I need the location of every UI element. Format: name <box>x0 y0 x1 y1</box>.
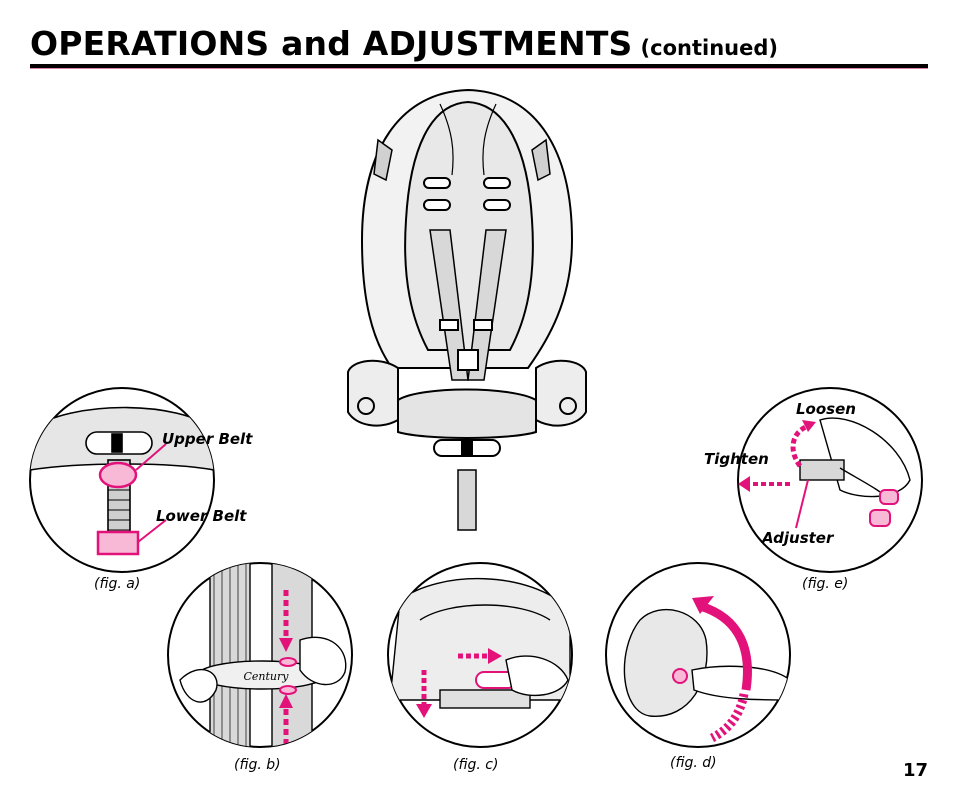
page-title-main: OPERATIONS and ADJUSTMENTS <box>30 24 633 63</box>
fig-a-illustration <box>29 387 215 573</box>
car-seat-illustration <box>347 88 587 531</box>
title-rule <box>30 64 928 68</box>
label-adjuster: Adjuster <box>762 529 834 547</box>
label-lower-belt: Lower Belt <box>156 507 247 525</box>
page-title-continued: (continued) <box>640 36 778 60</box>
page-number: 17 <box>902 760 928 781</box>
fig-c-illustration <box>387 562 573 748</box>
title-rule-accent <box>30 68 928 69</box>
fig-b-illustration <box>167 562 353 748</box>
caption-fig-e: (fig. e) <box>802 576 849 592</box>
caption-fig-a: (fig. a) <box>94 576 141 592</box>
page-title: OPERATIONS and ADJUSTMENTS (continued) <box>30 24 778 63</box>
fig-b-brand-text: Century <box>244 670 290 683</box>
label-upper-belt: Upper Belt <box>162 430 253 448</box>
label-loosen: Loosen <box>796 400 856 418</box>
label-tighten: Tighten <box>704 450 769 468</box>
caption-fig-c: (fig. c) <box>453 757 499 773</box>
caption-fig-b: (fig. b) <box>234 757 281 773</box>
fig-d-illustration <box>605 562 791 748</box>
caption-fig-d: (fig. d) <box>670 755 717 771</box>
fig-e-illustration <box>737 387 923 573</box>
